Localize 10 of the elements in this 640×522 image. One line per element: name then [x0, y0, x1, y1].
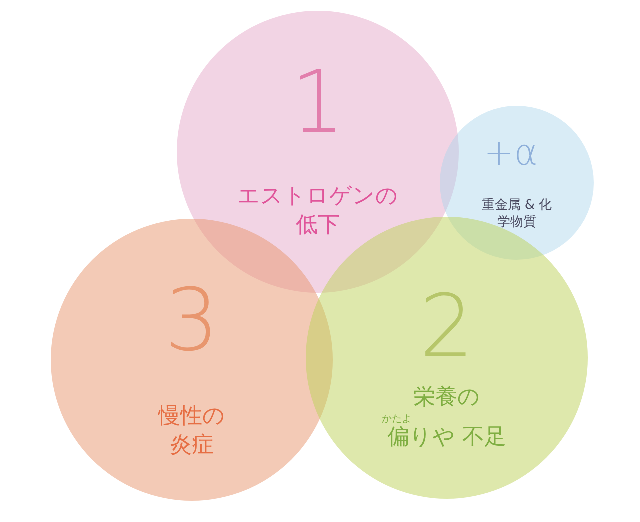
number-label: 3: [164, 270, 220, 373]
number-label: 1: [290, 52, 346, 155]
circle-label: 偏りや 不足: [386, 424, 508, 452]
circle-label: エストロゲンの低下: [236, 182, 400, 240]
circle-label: 慢性の炎症: [157, 402, 226, 460]
circle-label: かたよ: [381, 413, 413, 426]
number-label: 2: [418, 276, 476, 379]
circle-label: 栄養の: [412, 384, 482, 412]
circle-label: 重金属 & 化学物質: [480, 196, 554, 232]
number-label: +α: [483, 132, 539, 175]
